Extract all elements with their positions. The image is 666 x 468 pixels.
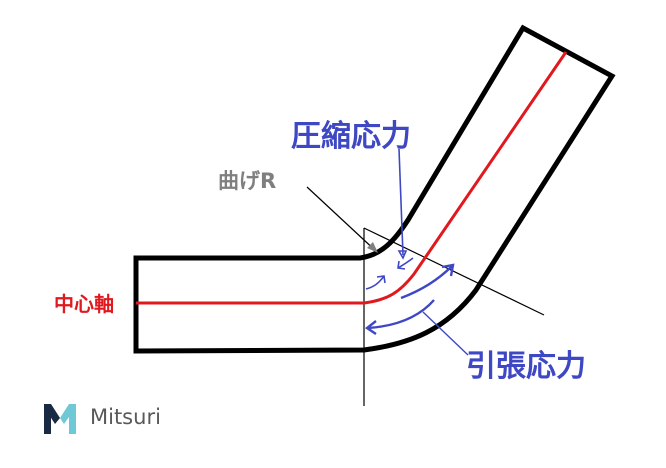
tensile-upper-arrow [400, 265, 453, 300]
tensile-stress-arrows [364, 263, 469, 356]
bend-r-leader-line [306, 186, 379, 254]
bend-radius-line [363, 227, 545, 316]
bar-upper-edge [133, 24, 616, 354]
bent-bar-outline [133, 24, 616, 354]
compressive-stress-arrows [365, 148, 414, 290]
center-axis [136, 51, 568, 305]
logo-text: Mitsuri [90, 405, 161, 429]
compressive-stress-label: 圧縮応力 [291, 119, 411, 154]
compressive-leader-line [398, 148, 404, 256]
mitsuri-m-logo-icon [44, 404, 76, 434]
reference-lines [306, 186, 545, 406]
compressive-large-arrow [397, 257, 414, 269]
bend-r-arrowhead [367, 242, 378, 253]
tensile-stress-label: 引張応力 [466, 349, 586, 384]
tensile-lower-arrowhead [364, 320, 377, 335]
bend-radius-label: 曲げR [218, 169, 276, 193]
center-axis-label: 中心軸 [54, 292, 114, 316]
compressive-large-arrowhead [397, 260, 406, 270]
compressive-leader-arrowhead [397, 250, 408, 260]
compressive-small-arrowhead [376, 275, 386, 284]
tensile-upper-arrowhead [441, 263, 455, 277]
center-axis-line [136, 51, 568, 305]
tensile-lower-arrow [367, 299, 435, 330]
compressive-small-arrow [365, 275, 385, 290]
tensile-leader-line [422, 311, 469, 356]
mitsuri-logo: Mitsuri [44, 404, 161, 434]
